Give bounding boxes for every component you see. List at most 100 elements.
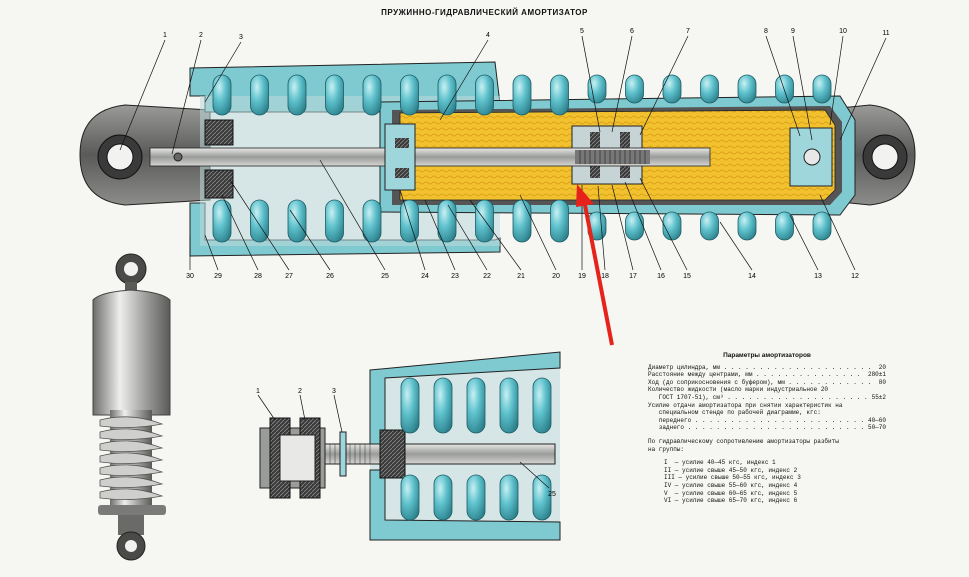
piston-rod (149, 147, 711, 167)
parameter-row: Количество жидкости (масло марки индустр… (648, 386, 886, 394)
parameter-label: переднего (648, 417, 865, 425)
parameter-label: Ход (до соприкосновения с буфером), мм (648, 379, 876, 387)
spring-coil (250, 74, 269, 116)
callout-label: 2 (298, 388, 302, 395)
spring-coil (437, 199, 457, 243)
spring-coil (325, 74, 344, 116)
rod-seal (384, 123, 416, 191)
callout-label: 13 (814, 273, 822, 280)
callout-label: 25 (381, 273, 389, 280)
callout-label: 26 (326, 273, 334, 280)
spring-coil (475, 199, 494, 243)
spring-coil (550, 199, 569, 243)
photo-spring-coil (99, 476, 164, 488)
callout-label: 27 (285, 273, 293, 280)
detail-spring-coil (466, 474, 486, 521)
parameter-label: ГОСТ 1707-51), см³ (648, 394, 869, 402)
callout-label: 12 (851, 273, 859, 280)
groups-note: По гидравлическому сопротивлению амортиз… (648, 437, 839, 453)
spring-coil (700, 211, 719, 241)
detail-spring-coil (532, 377, 552, 434)
spring-coil (737, 74, 757, 104)
photo-spring-coil (99, 428, 164, 440)
callout-label: 2 (199, 32, 203, 39)
parameter-value (883, 386, 886, 394)
detail-spring-coil (400, 474, 420, 521)
callout-label: 6 (630, 28, 634, 35)
callout-label: 19 (578, 273, 586, 280)
parameter-value: 20 (878, 363, 886, 371)
spring-coil (362, 74, 382, 116)
parameter-label: Расстояние между центрами, мм (648, 371, 865, 379)
callout-label: 18 (601, 273, 609, 280)
detail-spring-coil (400, 377, 420, 434)
callout-label: 4 (486, 32, 490, 39)
photo-spring-coil (99, 440, 164, 452)
callout-label: 3 (239, 34, 243, 41)
parameters-title: Параметры амортизаторов (723, 352, 811, 359)
parameter-label: заднего (648, 424, 865, 432)
callout-label: 5 (580, 28, 584, 35)
spring-coil (662, 74, 682, 104)
compression-valve (789, 127, 833, 187)
spring-coil (362, 199, 382, 243)
spring-coil (700, 74, 719, 104)
group-item: II — усилие свыше 45—50 кгс, индекс 2 (664, 466, 798, 474)
spring-coil (775, 211, 794, 241)
main-section (79, 61, 916, 257)
shock-absorber-photo (92, 253, 171, 561)
spring-coil (625, 74, 644, 104)
parameter-value (883, 402, 886, 410)
callout-label: 15 (683, 273, 691, 280)
spring-coil (812, 74, 832, 104)
detail-spring-coil (499, 377, 519, 434)
spring-coil (662, 211, 682, 241)
group-item: V — усилие свыше 60—65 кгс, индекс 5 (664, 489, 798, 497)
spring-coil (812, 211, 832, 241)
callout-label: 1 (163, 32, 167, 39)
callout-label: 21 (517, 273, 525, 280)
spring-coil (512, 74, 532, 116)
photo-spring-coil (99, 464, 164, 476)
parameter-label: Усилие отдачи амортизатора при снятии ха… (648, 401, 843, 409)
detail-spring (400, 377, 552, 521)
spring-coil (475, 74, 494, 116)
callout-label: 30 (186, 273, 194, 280)
callout-label: 20 (552, 273, 560, 280)
callout-label: 8 (764, 28, 768, 35)
spring-coil (437, 74, 457, 116)
callout-label: 3 (332, 388, 336, 395)
parameter-label: Диаметр цилиндра, мм (648, 364, 876, 372)
rubber-buffer-upper (204, 119, 234, 146)
callout-label: 1 (256, 388, 260, 395)
main-callouts (119, 35, 887, 271)
parameter-row: специальном стенде по рабочей диаграмме,… (648, 409, 886, 417)
parameter-row: Диаметр цилиндра, мм20 (648, 364, 886, 372)
photo-spring-coil (99, 452, 164, 464)
detail-spring-coil (433, 377, 453, 434)
parameter-row: Усилие отдачи амортизатора при снятии ха… (648, 402, 886, 410)
parameter-label: специальном стенде по рабочей диаграмме,… (648, 409, 821, 417)
spring-coil (625, 211, 644, 241)
parameter-label: Количество жидкости (масло марки индустр… (648, 386, 829, 394)
spring-coil (325, 199, 344, 243)
red-arrow (576, 184, 614, 346)
spring-coil (287, 74, 307, 116)
callout-label: 23 (451, 273, 459, 280)
callout-label: 28 (254, 273, 262, 280)
callout-label: 29 (214, 273, 222, 280)
spring-coil (400, 74, 419, 116)
spring-coil (737, 211, 757, 241)
callout-label: 25 (548, 491, 556, 498)
spring-coil (550, 74, 569, 116)
detail-spring-coil (433, 474, 453, 521)
group-item: III — усилие свыше 50—55 кгс, индекс 3 (664, 474, 801, 482)
detail-spring-coil (532, 474, 552, 521)
photo-spring-coil (99, 488, 164, 500)
group-item: I — усилие 40—45 кгс, индекс 1 (664, 459, 776, 467)
group-item: IV — усилие свыше 55—60 кгс, индекс 4 (664, 481, 798, 489)
spring-coil (775, 74, 794, 104)
spring-coil (250, 199, 269, 243)
